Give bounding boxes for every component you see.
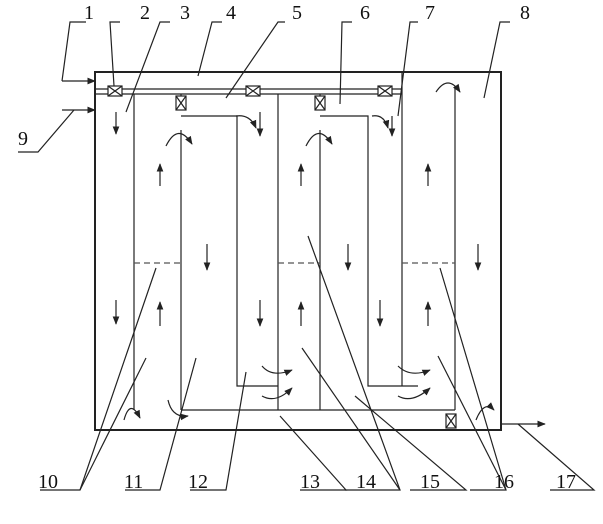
label-9: 9: [18, 128, 28, 150]
label-5: 5: [292, 2, 302, 24]
valve-icon: [107, 85, 393, 97]
baffle-1: [181, 115, 278, 387]
label-11: 11: [124, 471, 143, 493]
leader-lines: [18, 21, 596, 491]
label-4: 4: [226, 2, 236, 24]
label-10: 10: [38, 471, 58, 493]
label-13: 13: [300, 471, 320, 493]
label-1: 1: [84, 2, 94, 24]
label-6: 6: [360, 2, 370, 24]
flow-down-arrows: [112, 112, 482, 327]
label-14: 14: [356, 471, 376, 493]
baffle-2: [320, 115, 418, 387]
label-3: 3: [180, 2, 190, 24]
label-12: 12: [188, 471, 208, 493]
valve-vertical-icon: [175, 95, 457, 429]
label-15: 15: [420, 471, 440, 493]
label-8: 8: [520, 2, 530, 24]
label-17: 17: [556, 471, 576, 493]
flow-up-arrows: [156, 163, 432, 326]
label-2: 2: [140, 2, 150, 24]
label-16: 16: [494, 471, 514, 493]
label-7: 7: [425, 2, 435, 24]
curved-flow-arrows: [123, 82, 495, 421]
tank-outline: [94, 71, 502, 431]
